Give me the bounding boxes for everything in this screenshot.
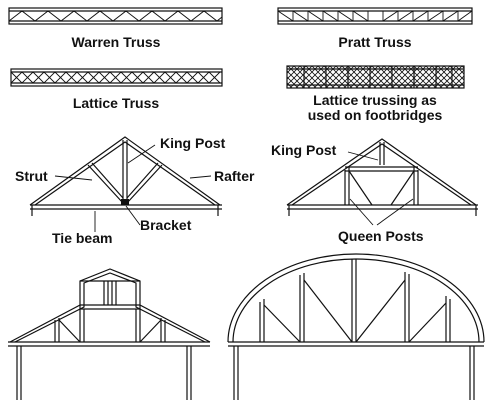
footbridge-lattice [286, 65, 465, 89]
monitor-roof-truss [8, 268, 211, 400]
strut-label: Strut [15, 168, 48, 184]
king-post-truss [29, 136, 222, 216]
lattice-truss [10, 68, 223, 87]
warren-truss [8, 7, 223, 25]
rafter-label: Rafter [214, 168, 255, 184]
queen-posts-label: Queen Posts [338, 228, 424, 244]
lattice-truss-label: Lattice Truss [73, 95, 160, 111]
tie-beam-label: Tie beam [52, 230, 112, 246]
king-post-label-right: King Post [271, 142, 337, 158]
pratt-truss-label: Pratt Truss [338, 34, 411, 50]
footbridge-label-line-2: used on footbridges [308, 107, 443, 123]
footbridge-label-line-1: Lattice trussing as [313, 92, 437, 108]
queen-post-truss [286, 138, 478, 216]
bracket-label: Bracket [140, 217, 192, 233]
arched-truss [227, 253, 485, 400]
warren-truss-label: Warren Truss [72, 34, 161, 50]
king-post-label-left: King Post [160, 135, 226, 151]
pratt-truss [277, 7, 473, 25]
